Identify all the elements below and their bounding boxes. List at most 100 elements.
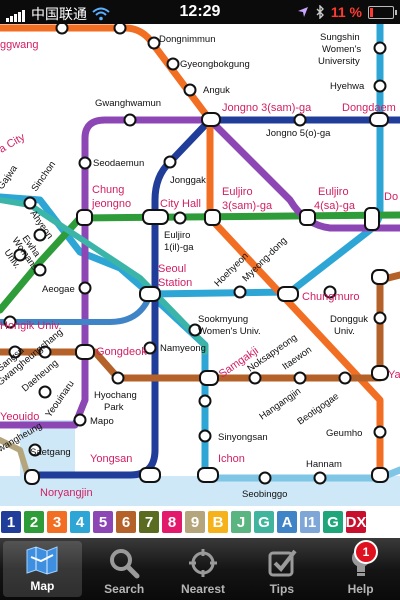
status-time: 12:29 xyxy=(179,3,221,20)
tab-nearest[interactable]: Nearest xyxy=(164,538,243,600)
line-button-6[interactable]: 7 xyxy=(139,511,159,533)
label-euljiro3-b: 3(sam)-ga xyxy=(222,200,273,212)
subway-map[interactable]: ggwang Dongnimmun Gyeongbokgung Anguk Su… xyxy=(0,24,400,506)
line-button-11[interactable]: G xyxy=(254,511,274,533)
label-hongik[interactable]: Hongik Univ. xyxy=(0,320,62,332)
label-gongdeok[interactable]: Gongdeok xyxy=(96,346,147,358)
label-gwanghwamun[interactable]: Gwanghwamun xyxy=(95,98,161,109)
label-seoul-station[interactable]: Seoul xyxy=(158,263,186,275)
line-routes xyxy=(0,24,400,482)
label-cityhall[interactable]: City Hall xyxy=(160,198,201,210)
label-jonggak[interactable]: Jonggak xyxy=(170,175,206,186)
tab-tips[interactable]: Tips xyxy=(242,538,321,600)
line-button-7[interactable]: 8 xyxy=(162,511,182,533)
checkbox-icon xyxy=(266,546,298,580)
tab-help-label: Help xyxy=(347,582,374,596)
label-jongno3[interactable]: Jongno 3(sam)-ga xyxy=(222,102,312,114)
carrier-name: 中国联通 xyxy=(31,6,87,22)
signal-icon xyxy=(6,6,26,22)
tab-search-label: Search xyxy=(104,582,145,596)
label-seodaemun[interactable]: Seodaemun xyxy=(93,158,144,169)
tab-search[interactable]: Search xyxy=(85,538,164,600)
battery-icon xyxy=(368,5,397,19)
label-euljiro3[interactable]: Euljiro xyxy=(222,186,253,198)
label-sookmyung-2: Women's Univ. xyxy=(198,326,261,337)
label-sungshin[interactable]: Sungshin xyxy=(320,32,360,43)
label-namyeong[interactable]: Namyeong xyxy=(160,343,206,354)
tab-map-label: Map xyxy=(30,579,55,593)
label-euljiro4[interactable]: Euljiro xyxy=(318,186,349,198)
bluetooth-icon xyxy=(316,5,324,19)
label-beotigogae[interactable]: Beotigogae xyxy=(295,391,341,428)
label-hoehyeon[interactable]: Hoehyeon xyxy=(212,251,250,289)
label-hyochang-2: Park xyxy=(104,402,124,413)
label-chungmuro[interactable]: Chungmuro xyxy=(302,291,359,303)
label-gajwa[interactable]: Gajwa xyxy=(0,163,20,192)
label-chungjeongno[interactable]: Chung xyxy=(92,184,124,196)
label-jongno5[interactable]: Jongno 5(o)-ga xyxy=(266,128,331,139)
line-button-12[interactable]: A xyxy=(277,511,297,533)
notification-badge: 1 xyxy=(353,540,378,564)
label-ichon[interactable]: Ichon xyxy=(218,453,245,465)
label-anguk[interactable]: Anguk xyxy=(203,85,230,96)
label-sungshin-2: Women's xyxy=(322,44,361,55)
label-city-left[interactable]: a City xyxy=(0,131,28,156)
label-sungshin-3: University xyxy=(318,56,360,67)
label-do[interactable]: Do xyxy=(384,191,398,203)
map-icon xyxy=(25,543,59,577)
label-noryangjin[interactable]: Noryangjin xyxy=(40,487,93,499)
line-button-13[interactable]: I1 xyxy=(300,511,320,533)
search-icon xyxy=(108,546,140,580)
line-button-1[interactable]: 2 xyxy=(24,511,44,533)
line-button-14[interactable]: G xyxy=(323,511,343,533)
label-saetgang[interactable]: Saetgang xyxy=(30,447,71,458)
label-dongnimmun[interactable]: Dongnimmun xyxy=(159,34,216,45)
label-hyehwa[interactable]: Hyehwa xyxy=(330,81,365,92)
label-euljiro1[interactable]: Euljiro xyxy=(164,230,190,241)
label-seoul-station-2: Station xyxy=(158,277,192,289)
tab-bar: Map Search Nearest Tips Help 1 xyxy=(0,538,400,600)
line-button-9[interactable]: B xyxy=(208,511,228,533)
line-button-0[interactable]: 1 xyxy=(1,511,21,533)
wifi-icon xyxy=(92,7,110,21)
label-ggwang[interactable]: ggwang xyxy=(0,39,39,51)
label-yongsan[interactable]: Yongsan xyxy=(90,453,132,465)
label-hyochang[interactable]: Hyochang xyxy=(94,390,137,401)
line-button-8[interactable]: 9 xyxy=(185,511,205,533)
location-arrow-icon xyxy=(297,7,308,17)
crosshair-icon xyxy=(187,546,219,580)
tab-nearest-label: Nearest xyxy=(180,582,225,596)
label-dongguk[interactable]: Dongguk xyxy=(330,314,368,325)
label-mapo[interactable]: Mapo xyxy=(90,416,114,427)
label-chungjeongno-2: jeongno xyxy=(91,198,131,210)
line-button-2[interactable]: 3 xyxy=(47,511,67,533)
label-hannam[interactable]: Hannam xyxy=(306,459,342,470)
battery-percent: 11 % xyxy=(330,4,362,20)
label-euljiro1-b: 1(il)-ga xyxy=(164,242,194,253)
tab-map[interactable]: Map xyxy=(3,541,82,597)
line-button-3[interactable]: 4 xyxy=(70,511,90,533)
label-sookmyung[interactable]: Sookmyung xyxy=(198,314,248,325)
label-gyeongbokgung[interactable]: Gyeongbokgung xyxy=(180,59,250,70)
status-bar: 中国联通 12:29 11 % xyxy=(0,0,400,24)
line-button-5[interactable]: 6 xyxy=(116,511,136,533)
label-yeouinaru[interactable]: Yeouinaru xyxy=(43,379,76,420)
label-seobinggo[interactable]: Seobinggo xyxy=(242,489,287,500)
label-geumho[interactable]: Geumho xyxy=(326,428,362,439)
label-dongdaemun[interactable]: Dongdaem xyxy=(342,102,396,114)
status-left: 中国联通 xyxy=(6,4,110,24)
label-sinchon[interactable]: Sinchon xyxy=(29,159,58,193)
line-button-15[interactable]: DX xyxy=(346,511,366,533)
subway-map-canvas[interactable]: ggwang Dongnimmun Gyeongbokgung Anguk Su… xyxy=(0,24,400,506)
line-button-10[interactable]: J xyxy=(231,511,251,533)
label-euljiro4-b: 4(sa)-ga xyxy=(314,200,356,212)
label-aeogae[interactable]: Aeogae xyxy=(42,284,75,295)
line-button-4[interactable]: 5 xyxy=(93,511,113,533)
label-sinyongsan[interactable]: Sinyongsan xyxy=(218,432,268,443)
tab-help[interactable]: Help 1 xyxy=(321,538,400,600)
label-ya[interactable]: Ya xyxy=(388,369,400,381)
station-markers xyxy=(3,24,389,485)
label-yeouido[interactable]: Yeouido xyxy=(0,411,39,423)
status-right: 11 % xyxy=(297,4,397,20)
